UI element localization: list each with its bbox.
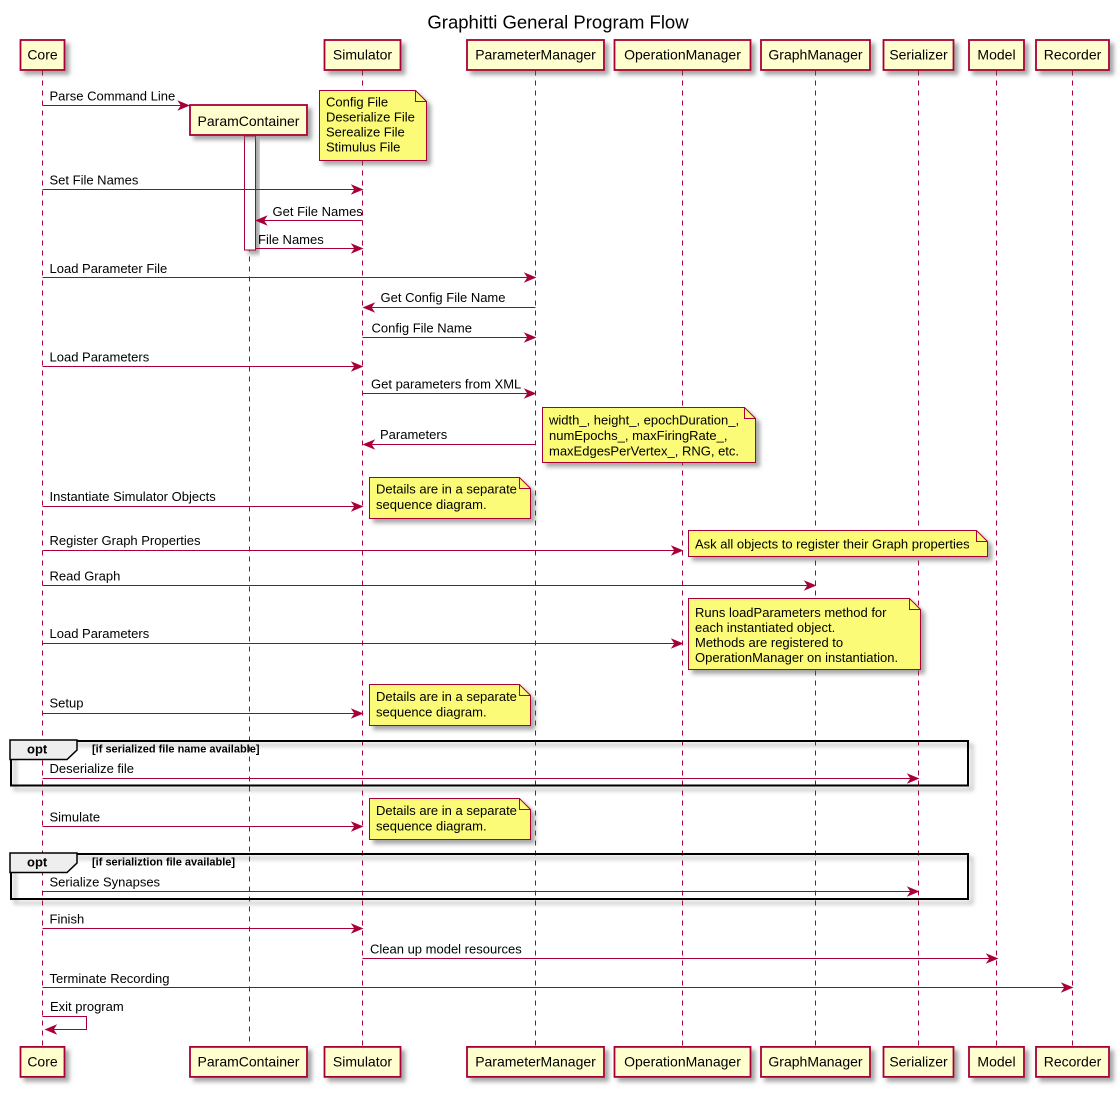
svg-text:ParamContainer: ParamContainer bbox=[198, 1053, 300, 1069]
svg-text:[if serialized file name avail: [if serialized file name available] bbox=[92, 744, 260, 756]
svg-text:Get parameters from XML: Get parameters from XML bbox=[371, 376, 521, 391]
svg-text:Graphitti General Program Flow: Graphitti General Program Flow bbox=[427, 11, 689, 32]
svg-text:Details are in a separate: Details are in a separate bbox=[376, 481, 517, 496]
svg-text:Register Graph Properties: Register Graph Properties bbox=[50, 533, 202, 548]
svg-text:Details are in a separate: Details are in a separate bbox=[376, 689, 517, 704]
svg-text:Get Config File Name: Get Config File Name bbox=[381, 290, 506, 305]
svg-text:each instantiated object.: each instantiated object. bbox=[695, 620, 835, 635]
svg-text:Deserialize file: Deserialize file bbox=[50, 761, 135, 776]
svg-text:File Names: File Names bbox=[258, 232, 324, 247]
svg-text:opt: opt bbox=[27, 855, 48, 870]
svg-text:Terminate Recording: Terminate Recording bbox=[50, 971, 170, 986]
svg-text:Parse Command Line: Parse Command Line bbox=[50, 88, 176, 103]
svg-text:Read Graph: Read Graph bbox=[50, 569, 121, 584]
svg-text:[if serializtion file availabl: [if serializtion file available] bbox=[92, 857, 235, 869]
svg-text:Serializer: Serializer bbox=[889, 1053, 948, 1069]
svg-text:Simulator: Simulator bbox=[333, 1053, 392, 1069]
svg-text:Simulator: Simulator bbox=[333, 47, 392, 63]
svg-text:Serialize Synapses: Serialize Synapses bbox=[50, 875, 161, 890]
svg-text:OperationManager: OperationManager bbox=[624, 1053, 741, 1069]
svg-text:Setup: Setup bbox=[50, 696, 84, 711]
svg-text:width_, height_, epochDuration: width_, height_, epochDuration_, bbox=[548, 413, 739, 428]
svg-text:ParameterManager: ParameterManager bbox=[475, 47, 596, 63]
svg-text:Runs loadParameters method for: Runs loadParameters method for bbox=[695, 605, 887, 620]
svg-text:GraphManager: GraphManager bbox=[768, 1053, 863, 1069]
svg-text:Core: Core bbox=[27, 47, 58, 63]
svg-text:Recorder: Recorder bbox=[1044, 47, 1102, 63]
svg-text:sequence diagram.: sequence diagram. bbox=[376, 497, 487, 512]
svg-text:Get File Names: Get File Names bbox=[273, 204, 364, 219]
svg-text:Finish: Finish bbox=[50, 912, 85, 927]
svg-text:Serializer: Serializer bbox=[889, 47, 948, 63]
svg-text:Model: Model bbox=[977, 47, 1015, 63]
svg-text:Clean up model resources: Clean up model resources bbox=[370, 942, 522, 957]
svg-text:Methods are registered to: Methods are registered to bbox=[695, 635, 843, 650]
svg-text:sequence diagram.: sequence diagram. bbox=[376, 705, 487, 720]
svg-text:Serealize File: Serealize File bbox=[326, 125, 405, 140]
svg-text:Config File Name: Config File Name bbox=[372, 320, 472, 335]
svg-text:Stimulus File: Stimulus File bbox=[326, 140, 400, 155]
svg-text:Load Parameters: Load Parameters bbox=[50, 626, 150, 641]
svg-text:Ask all objects to register th: Ask all objects to register their Graph … bbox=[695, 536, 970, 551]
svg-text:Instantiate Simulator Objects: Instantiate Simulator Objects bbox=[50, 489, 217, 504]
svg-text:Core: Core bbox=[27, 1053, 58, 1069]
svg-text:numEpochs_, maxFiringRate_,: numEpochs_, maxFiringRate_, bbox=[549, 428, 727, 443]
svg-text:sequence diagram.: sequence diagram. bbox=[376, 819, 487, 834]
svg-text:ParamContainer: ParamContainer bbox=[198, 113, 300, 129]
svg-text:Model: Model bbox=[977, 1053, 1015, 1069]
svg-text:Load Parameters: Load Parameters bbox=[50, 349, 150, 364]
svg-text:ParameterManager: ParameterManager bbox=[475, 1053, 596, 1069]
svg-text:Simulate: Simulate bbox=[50, 810, 101, 825]
svg-text:OperationManager: OperationManager bbox=[624, 47, 741, 63]
svg-text:Config File: Config File bbox=[326, 95, 388, 110]
svg-text:Exit program: Exit program bbox=[50, 999, 124, 1014]
svg-text:OperationManager on instantiat: OperationManager on instantiation. bbox=[695, 650, 898, 665]
svg-text:Parameters: Parameters bbox=[380, 427, 448, 442]
svg-text:maxEdgesPerVertex_, RNG, etc.: maxEdgesPerVertex_, RNG, etc. bbox=[549, 444, 739, 459]
svg-text:GraphManager: GraphManager bbox=[768, 47, 863, 63]
svg-text:Load Parameter File: Load Parameter File bbox=[50, 261, 168, 276]
svg-text:opt: opt bbox=[27, 742, 48, 757]
svg-text:Set File Names: Set File Names bbox=[50, 173, 139, 188]
svg-text:Details are in a separate: Details are in a separate bbox=[376, 803, 517, 818]
svg-text:Recorder: Recorder bbox=[1044, 1053, 1102, 1069]
svg-text:Deserialize File: Deserialize File bbox=[326, 110, 415, 125]
